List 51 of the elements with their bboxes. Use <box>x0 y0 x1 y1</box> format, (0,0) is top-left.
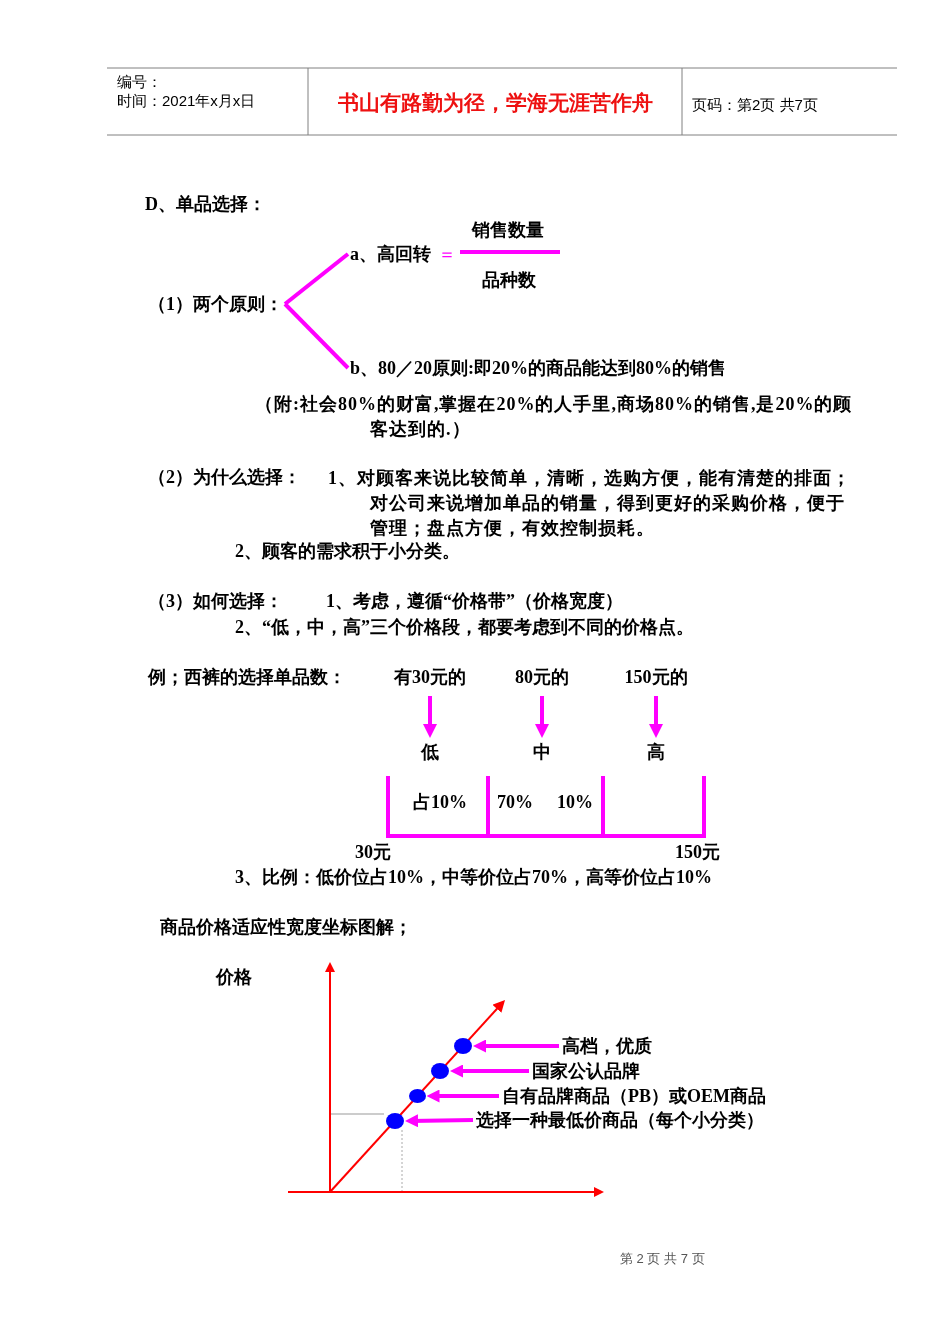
price-level-text: 中 <box>533 741 551 763</box>
subsection-heading: （2）为什么选择： <box>148 466 301 488</box>
method-text: 1、考虑，遵循“价格带”（价格宽度） <box>326 590 623 612</box>
annotation-text: 高档，优质 <box>562 1035 652 1057</box>
leader-arrow <box>450 1064 529 1078</box>
numerator-text: 销售数量 <box>472 219 544 241</box>
share-percentage-text: 70% <box>497 791 533 813</box>
axis-label: 价格 <box>216 966 252 988</box>
down-arrow <box>649 696 663 738</box>
date-text: 时间：2021年x月x日 <box>117 91 256 111</box>
number-field-label: 编号： <box>117 72 162 92</box>
dot-marker-icon <box>408 1089 426 1103</box>
example-heading: 例；西裤的选择单品数： <box>148 666 346 688</box>
share-percentage-text: 10% <box>557 791 593 813</box>
dot-marker-icon <box>431 1063 449 1079</box>
reason-text: 2、顾客的需求积于小分类。 <box>235 540 460 562</box>
branch-line <box>283 252 350 306</box>
page-number-text: 页码：第2页 共7页 <box>692 95 818 115</box>
annotation-text: 选择一种最低价商品（每个小分类） <box>476 1109 764 1131</box>
denominator-text: 品种数 <box>482 269 536 291</box>
price-bound-text: 150元 <box>675 841 720 863</box>
down-arrow <box>535 696 549 738</box>
price-option-text: 80元的 <box>515 666 569 688</box>
leader-arrow <box>426 1089 499 1103</box>
share-percentage-text: 占10% <box>413 791 467 813</box>
leader-arrow <box>473 1039 559 1053</box>
note-paragraph: （附:社会80%的财富,掌握在20%的人手里,商场80%的销售,是20%的顾客达到的.） <box>255 393 854 441</box>
leader-arrow <box>405 1114 474 1128</box>
ratio-text: 3、比例：低价位占10%，中等价位占70%，高等价位占10% <box>235 866 712 888</box>
dot-marker-icon <box>386 1113 404 1129</box>
annotation-text: 自有品牌商品（PB）或OEM商品 <box>502 1085 766 1107</box>
price-bound-text: 30元 <box>355 841 391 863</box>
method-text: 2、“低，中，高”三个价格段，都要考虑到不同的价格点。 <box>235 616 694 638</box>
price-level-text: 低 <box>421 741 439 763</box>
dot-marker-icon <box>454 1038 472 1054</box>
annotation-text: 国家公认品牌 <box>532 1060 640 1082</box>
motto-text: 书山有路勤为径，学海无涯苦作舟 <box>337 92 653 114</box>
down-arrow <box>423 696 437 738</box>
reason-paragraph: 1、对顾客来说比较简单，清晰，选购方便，能有清楚的排面；对公司来说增加单品的销量，得到更好的采购价格，便于管理；盘点方便，有效控制损耗。 <box>328 467 852 540</box>
equals-sign: ＝ <box>438 243 456 265</box>
pareto-rule-text: b、80／20原则:即20%的商品能达到80%的销售 <box>350 357 726 379</box>
price-option-text: 150元的 <box>624 666 688 688</box>
section-heading: D、单品选择： <box>145 193 266 215</box>
price-level-text: 高 <box>647 741 665 763</box>
branch-line <box>283 302 350 370</box>
price-option-text: 有30元的 <box>394 666 466 688</box>
page-footer-text: 第 2 页 共 7 页 <box>620 1250 705 1268</box>
principles-heading: （1）两个原则： <box>148 293 283 315</box>
chart-heading: 商品价格适应性宽度坐标图解； <box>160 916 412 938</box>
turnover-rule-text: a、高回转 <box>350 243 431 265</box>
subsection-heading: （3）如何选择： <box>148 590 283 612</box>
